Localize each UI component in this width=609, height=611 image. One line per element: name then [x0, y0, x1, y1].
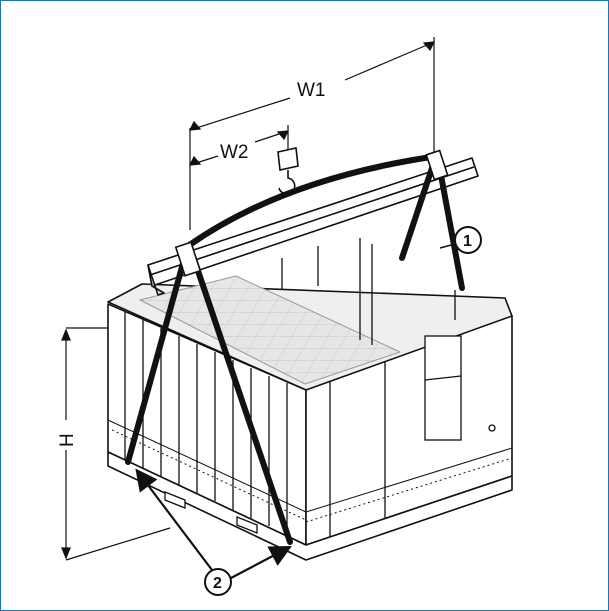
strap-clamps — [174, 149, 449, 277]
crane-hook-icon — [277, 147, 299, 195]
lifting-beam — [147, 157, 479, 296]
front-ribs — [107, 312, 307, 535]
callout-1: 1 — [439, 226, 482, 254]
callout-1-label: 1 — [463, 233, 472, 250]
dimension-h — [61, 327, 171, 561]
right-side-details — [281, 238, 513, 537]
callout-2-label: 2 — [213, 575, 222, 592]
w1-label: W1 — [297, 80, 326, 101]
base-slots — [164, 491, 258, 534]
dimension-w1 — [188, 37, 436, 230]
dimension-w2 — [188, 125, 290, 166]
base-frame — [107, 451, 513, 561]
h-label: H — [57, 433, 78, 447]
access-door — [424, 335, 462, 441]
w2-label: W2 — [220, 142, 249, 163]
top-strap — [185, 153, 441, 249]
callout-2: 2 — [135, 468, 292, 596]
lifting-straps — [125, 165, 465, 545]
